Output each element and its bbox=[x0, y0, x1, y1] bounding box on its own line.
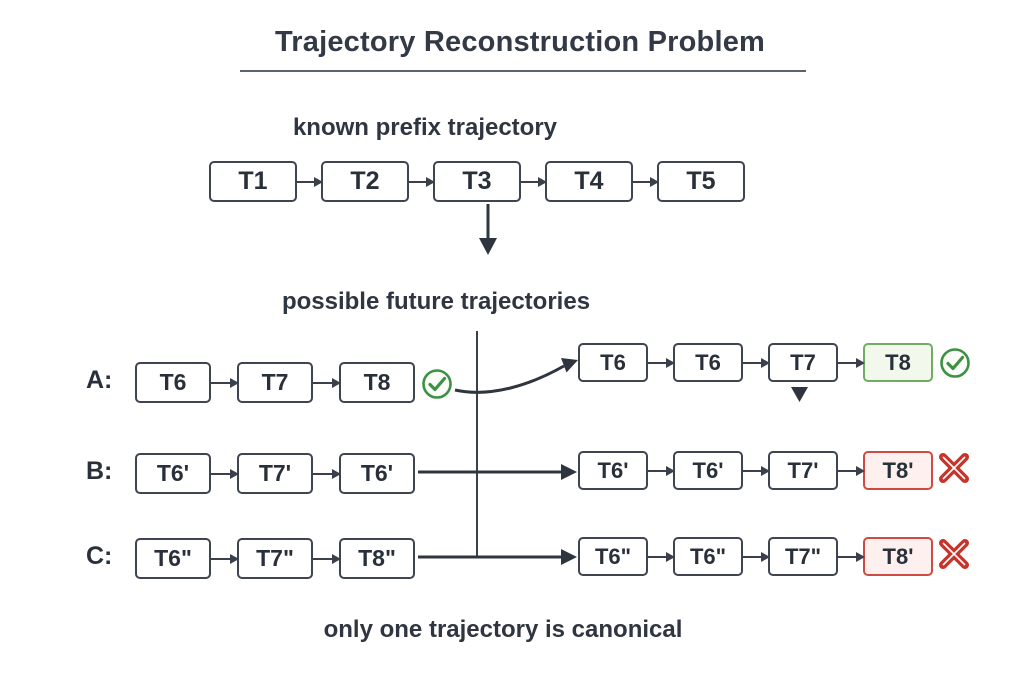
check-icon bbox=[422, 369, 452, 399]
trajectory-box-canonical: T8 bbox=[863, 343, 933, 382]
cross-icon bbox=[939, 453, 969, 483]
arrow-right-icon bbox=[297, 176, 323, 187]
arrow-right-icon bbox=[211, 468, 239, 479]
trajectory-box: T6" bbox=[673, 537, 743, 576]
trajectory-box: T6" bbox=[578, 537, 648, 576]
trajectory-box: T6' bbox=[339, 453, 415, 494]
arrow-down-icon bbox=[479, 204, 497, 255]
caption-text: only one trajectory is canonical bbox=[323, 616, 683, 643]
trajectory-box-rejected: T8' bbox=[863, 451, 933, 490]
triangle-down-icon bbox=[791, 387, 808, 402]
arrow-right-icon bbox=[648, 357, 675, 368]
trajectory-box: T6 bbox=[578, 343, 648, 382]
arrow-right-icon bbox=[633, 176, 659, 187]
page-title: Trajectory Reconstruction Problem bbox=[274, 26, 766, 58]
trajectory-box: T6' bbox=[673, 451, 743, 490]
trajectory-box-t1: T1 bbox=[209, 161, 297, 202]
trajectory-box: T8 bbox=[339, 362, 415, 403]
trajectory-box: T6 bbox=[673, 343, 743, 382]
reconstructed-row-b: T6' T6' T7' T8' bbox=[578, 451, 933, 490]
trajectory-box: T6" bbox=[135, 538, 211, 579]
cross-icon bbox=[939, 539, 969, 569]
row-label-b: B: bbox=[86, 457, 113, 485]
reconstructed-row-c: T6" T6" T7" T8' bbox=[578, 537, 933, 576]
trajectory-box: T6 bbox=[135, 362, 211, 403]
arrow-right-icon bbox=[743, 551, 770, 562]
arrow-right-icon bbox=[838, 465, 865, 476]
trajectory-box: T7 bbox=[237, 362, 313, 403]
arrow-right-icon bbox=[418, 549, 577, 565]
prefix-section-label: known prefix trajectory bbox=[292, 114, 558, 141]
trajectory-box: T6' bbox=[135, 453, 211, 494]
check-icon bbox=[940, 348, 970, 378]
trajectory-box: T7" bbox=[237, 538, 313, 579]
arrow-right-icon bbox=[743, 357, 770, 368]
arrow-right-icon bbox=[313, 553, 341, 564]
candidate-row-c: T6" T7" T8" bbox=[135, 538, 415, 579]
row-label-c: C: bbox=[86, 542, 113, 570]
curved-arrow-icon bbox=[454, 358, 578, 394]
arrow-right-icon bbox=[313, 468, 341, 479]
trajectory-box-t4: T4 bbox=[545, 161, 633, 202]
row-label-a: A: bbox=[86, 366, 113, 394]
arrow-right-icon bbox=[648, 551, 675, 562]
arrow-right-icon bbox=[418, 464, 577, 480]
trajectory-box: T7" bbox=[768, 537, 838, 576]
trajectory-box-t3: T3 bbox=[433, 161, 521, 202]
arrow-right-icon bbox=[743, 465, 770, 476]
arrow-right-icon bbox=[648, 465, 675, 476]
title-underline bbox=[240, 70, 806, 72]
arrow-right-icon bbox=[838, 357, 865, 368]
trajectory-box: T8" bbox=[339, 538, 415, 579]
arrow-right-icon bbox=[409, 176, 435, 187]
candidate-row-a: T6 T7 T8 bbox=[135, 362, 415, 403]
trajectory-box: T6' bbox=[578, 451, 648, 490]
trajectory-box: T7' bbox=[768, 451, 838, 490]
reconstructed-row-a: T6 T6 T7 T8 bbox=[578, 343, 933, 382]
arrow-right-icon bbox=[211, 377, 239, 388]
candidate-row-b: T6' T7' T6' bbox=[135, 453, 415, 494]
arrow-right-icon bbox=[521, 176, 547, 187]
arrow-right-icon bbox=[838, 551, 865, 562]
trajectory-box-rejected: T8' bbox=[863, 537, 933, 576]
arrow-right-icon bbox=[313, 377, 341, 388]
trajectory-box: T7 bbox=[768, 343, 838, 382]
prefix-trajectory-row: T1 T2 T3 T4 T5 bbox=[209, 161, 745, 202]
arrow-right-icon bbox=[211, 553, 239, 564]
future-section-label: possible future trajectories bbox=[281, 288, 591, 315]
trajectory-box: T7' bbox=[237, 453, 313, 494]
trajectory-box-t5: T5 bbox=[657, 161, 745, 202]
trajectory-box-t2: T2 bbox=[321, 161, 409, 202]
